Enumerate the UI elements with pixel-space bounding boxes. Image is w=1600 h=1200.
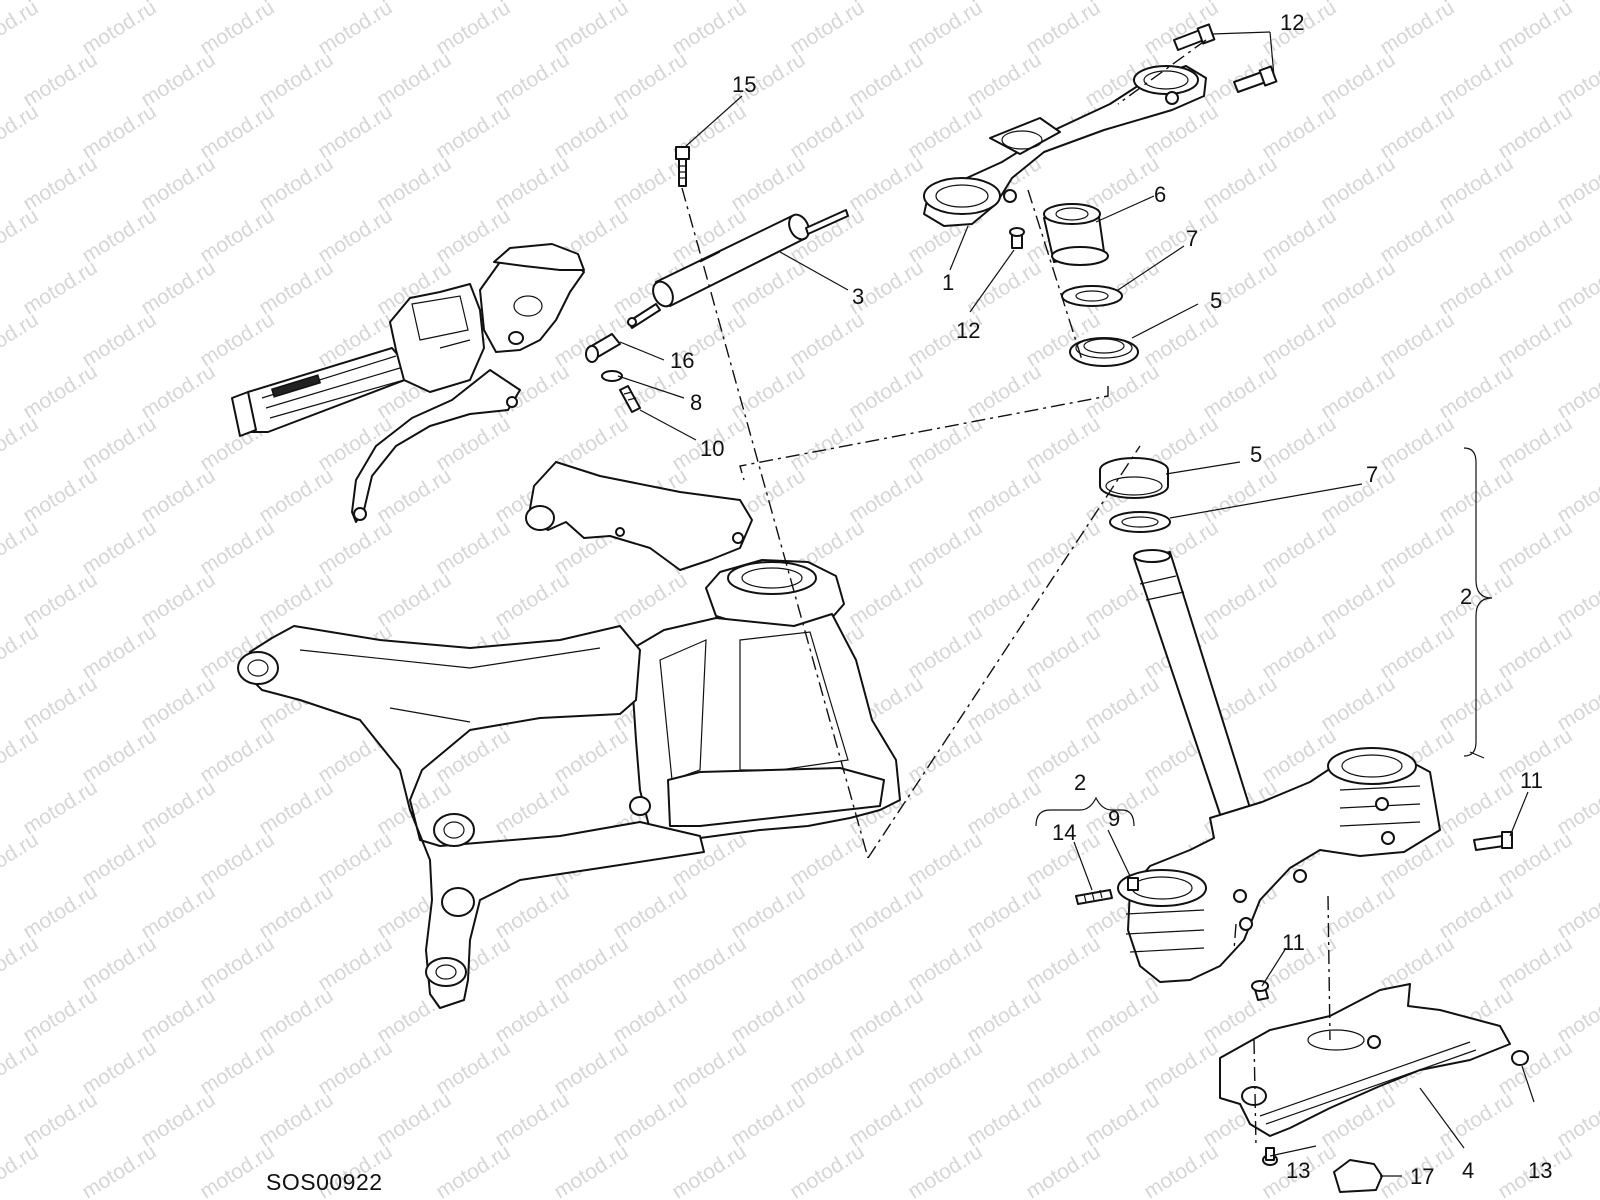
bolt-15 bbox=[675, 146, 690, 187]
small-parts-16-8-10 bbox=[585, 333, 641, 413]
callout-13-right: 13 bbox=[1528, 1158, 1552, 1183]
callout-17: 17 bbox=[1410, 1164, 1434, 1189]
group-2-brackets bbox=[1035, 447, 1493, 827]
callout-15: 15 bbox=[732, 72, 756, 97]
callout-14: 14 bbox=[1052, 820, 1076, 845]
upper-triple-clamp bbox=[923, 65, 1207, 227]
steering-damper bbox=[627, 209, 849, 329]
callout-5-upper: 5 bbox=[1210, 288, 1222, 313]
callout-1: 1 bbox=[942, 270, 954, 295]
steering-guard-plate bbox=[1219, 983, 1529, 1193]
callout-2-right: 2 bbox=[1460, 584, 1472, 609]
left-handlebar-assembly bbox=[231, 243, 585, 523]
callout-2-left: 2 bbox=[1074, 770, 1086, 795]
callout-13-left: 13 bbox=[1286, 1158, 1310, 1183]
callout-7-lower: 7 bbox=[1366, 462, 1378, 487]
callout-11-lower: 11 bbox=[1282, 930, 1305, 955]
callout-12-lower: 12 bbox=[956, 318, 980, 343]
callout-7-upper: 7 bbox=[1186, 226, 1198, 251]
callout-11-right: 11 bbox=[1520, 768, 1543, 793]
callout-6: 6 bbox=[1154, 182, 1166, 207]
callout-numbers: 15 3 16 8 10 12 12 6 7 1 5 5 7 2 2 14 9 … bbox=[670, 10, 1552, 1189]
lower-triple-clamp-with-stem bbox=[1117, 549, 1441, 983]
callout-9: 9 bbox=[1108, 806, 1120, 831]
leader-lines bbox=[617, 31, 1535, 1177]
upper-bearing-stack bbox=[1043, 203, 1139, 367]
drawing-code: SOS00922 bbox=[266, 1169, 383, 1195]
callout-12-top: 12 bbox=[1280, 10, 1304, 35]
bolts-12 bbox=[1009, 23, 1278, 249]
callout-10: 10 bbox=[700, 436, 724, 461]
lower-bearing-stack bbox=[1099, 457, 1171, 533]
callout-8: 8 bbox=[690, 390, 702, 415]
callout-5-lower: 5 bbox=[1250, 442, 1262, 467]
main-frame bbox=[237, 461, 901, 1009]
callout-3: 3 bbox=[852, 284, 864, 309]
callout-4: 4 bbox=[1462, 1158, 1474, 1183]
assembly-centre-lines bbox=[681, 39, 1331, 1147]
callout-16: 16 bbox=[670, 348, 694, 373]
